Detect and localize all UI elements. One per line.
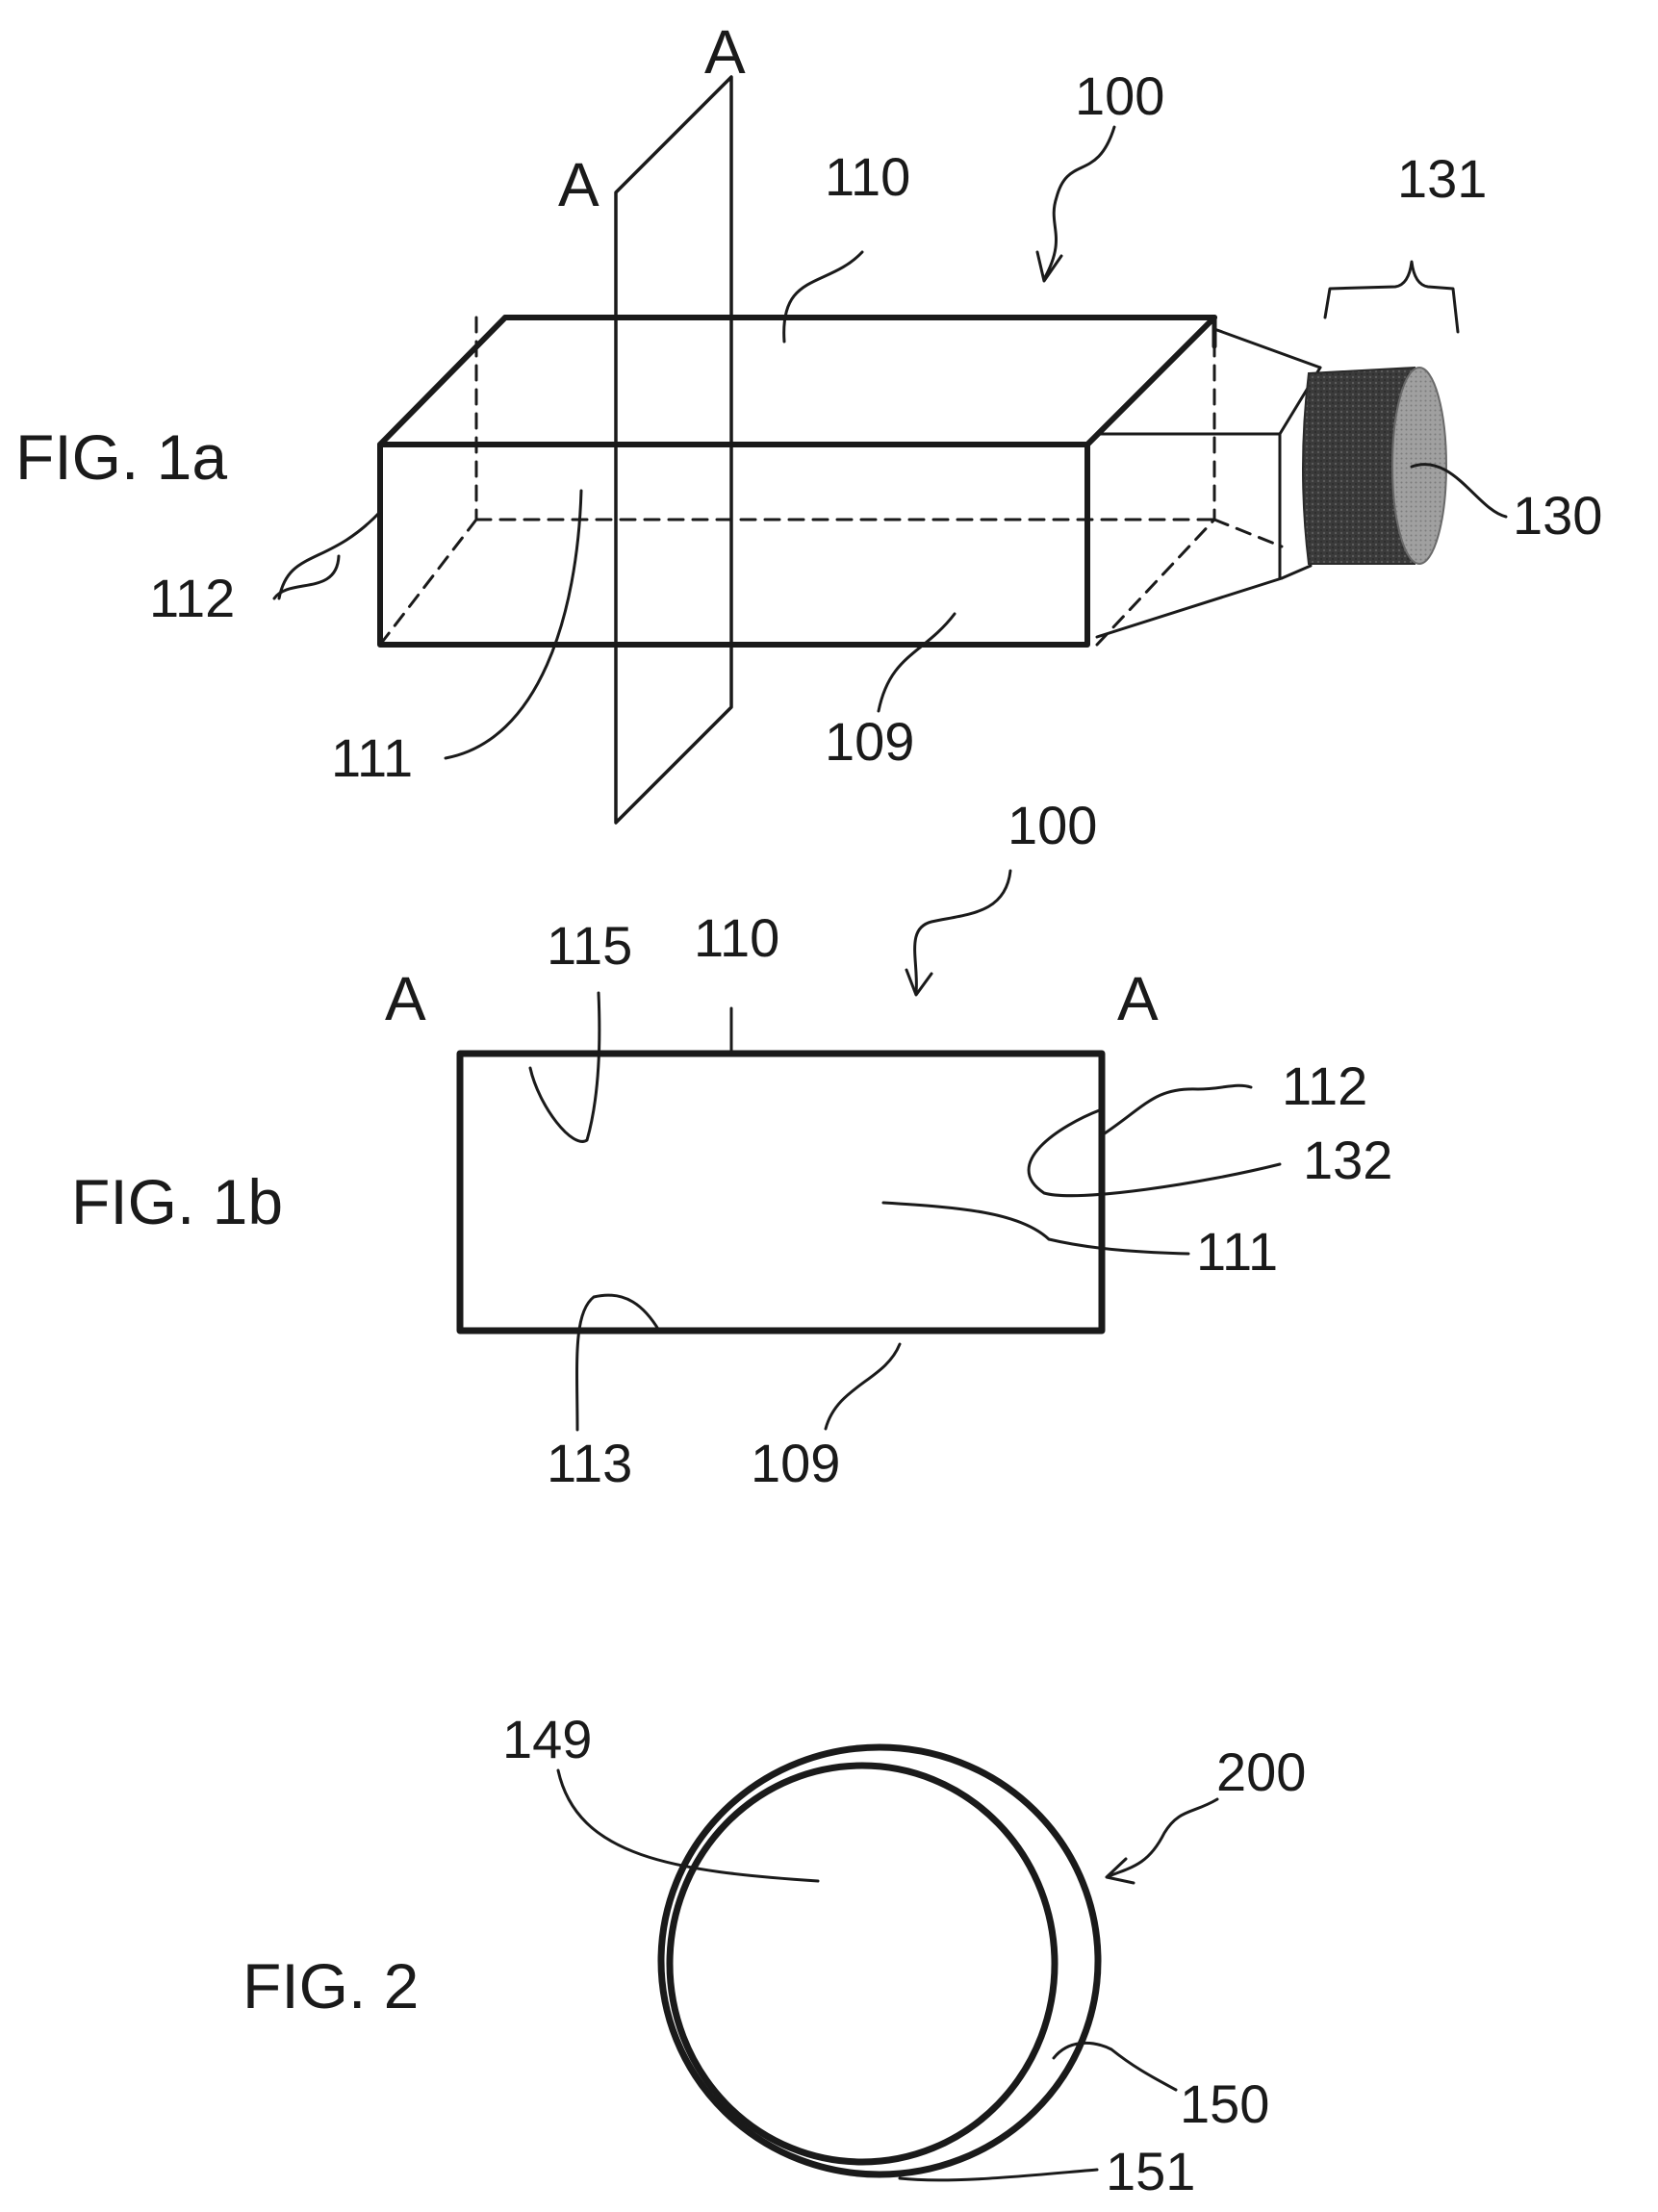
reference-arrow-100	[1037, 127, 1114, 281]
label-131: 131	[1397, 148, 1487, 209]
label-100: 100	[1075, 65, 1164, 126]
section-label-right-1b: A	[1117, 964, 1159, 1033]
flask-body	[380, 318, 1214, 645]
label-100-1b: 100	[1008, 795, 1097, 855]
label-130: 130	[1513, 485, 1602, 546]
fig-1b-caption: FIG. 1b	[71, 1166, 283, 1237]
label-149: 149	[502, 1709, 592, 1769]
label-112: 112	[149, 568, 235, 628]
reference-arrow-200	[1107, 1799, 1217, 1883]
label-200: 200	[1216, 1742, 1306, 1802]
label-110-1b: 110	[694, 907, 779, 968]
section-label-left-1b: A	[385, 964, 426, 1033]
section-label-top: A	[704, 17, 746, 87]
reference-arrow-100b	[906, 871, 1010, 995]
cross-section-rectangle	[460, 1054, 1102, 1331]
fig-1a-caption: FIG. 1a	[15, 421, 227, 493]
label-110: 110	[825, 146, 910, 207]
label-132: 132	[1303, 1130, 1392, 1190]
figure-1b: FIG. 1b A A 100 110 115 112 132 111 113 …	[71, 795, 1392, 1493]
label-150: 150	[1180, 2073, 1269, 2134]
flask-neck	[1097, 329, 1320, 637]
figure-1a: FIG. 1a	[15, 17, 1602, 823]
label-111: 111	[331, 727, 413, 788]
hidden-edges	[380, 318, 1282, 645]
label-113: 113	[547, 1433, 632, 1493]
fig-2-caption: FIG. 2	[242, 1950, 419, 2021]
label-151: 151	[1106, 2141, 1195, 2201]
label-112-1b: 112	[1282, 1055, 1367, 1116]
label-111-1b: 111	[1196, 1221, 1278, 1282]
section-plane	[616, 77, 731, 823]
label-109-1b: 109	[751, 1433, 840, 1493]
label-109: 109	[825, 711, 914, 772]
neck-brace	[1325, 262, 1458, 332]
inner-wall-circle	[670, 1766, 1055, 2162]
section-label-left: A	[558, 150, 599, 219]
leader-lines-fig1b	[530, 993, 1280, 1430]
label-115: 115	[547, 915, 632, 976]
outer-wall-circle	[661, 1747, 1098, 2174]
leader-lines-fig2	[558, 1770, 1176, 2180]
figure-2: FIG. 2 149 200 150 151	[242, 1709, 1306, 2201]
